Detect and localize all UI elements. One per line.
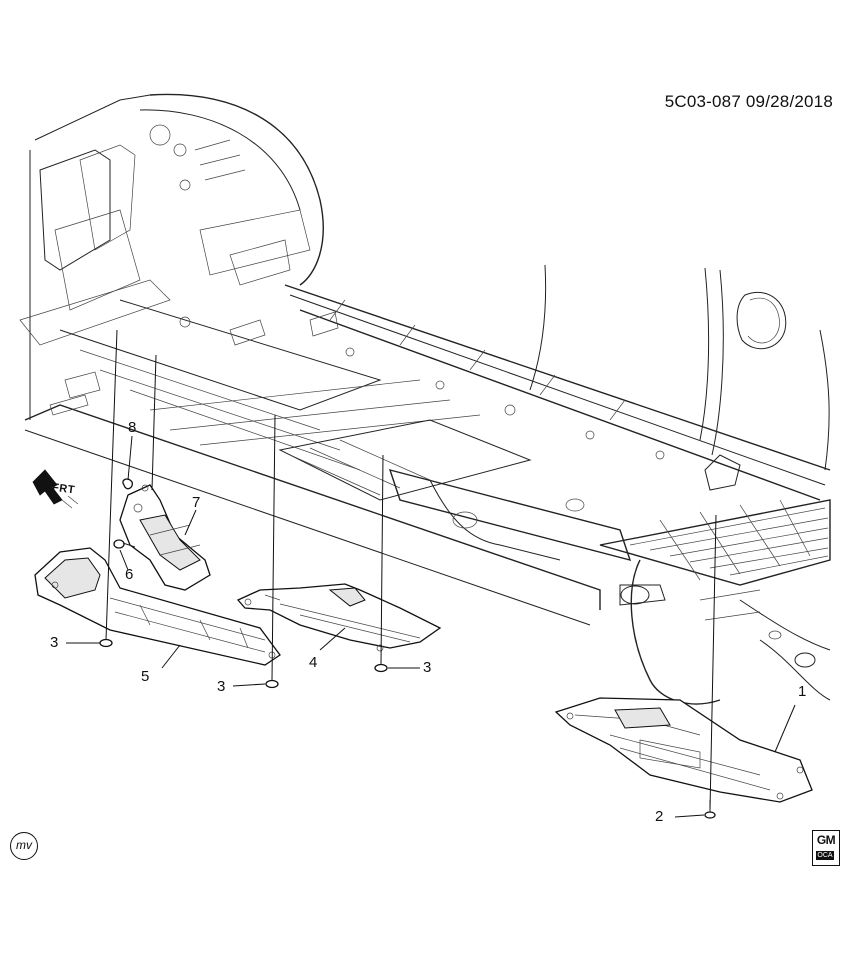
- mv-badge: mv: [10, 832, 38, 860]
- installation-lines: [105, 329, 717, 811]
- gm-logo-subtext: OCA: [816, 851, 834, 860]
- clip-8: [122, 478, 133, 490]
- callout-3-middle: 3: [217, 678, 226, 695]
- shield-4: [236, 583, 442, 652]
- shield-1: [554, 697, 813, 803]
- gm-logo: GM OCA: [812, 830, 840, 866]
- bracket-7: [119, 484, 211, 591]
- callout-1: 1: [798, 683, 807, 700]
- gm-logo-text: GM: [816, 833, 836, 847]
- callout-8: 8: [128, 419, 137, 436]
- shield-5: [34, 547, 281, 666]
- document-id: 5C03-087 09/28/2018: [664, 92, 833, 111]
- fastener-3-left: [99, 638, 113, 648]
- bolt-6: [113, 539, 136, 549]
- callout-3-right: 3: [423, 659, 432, 676]
- callout-3-left: 3: [50, 634, 59, 651]
- callout-4: 4: [309, 654, 318, 671]
- vehicle-body: [19, 93, 831, 705]
- callout-5: 5: [141, 668, 150, 685]
- fastener-3-middle: [265, 679, 279, 689]
- front-direction-arrow: [32, 469, 79, 509]
- callout-7: 7: [192, 494, 201, 511]
- callout-6: 6: [125, 566, 134, 583]
- callout-leaders: [66, 435, 796, 818]
- fastener-3-right: [374, 663, 388, 673]
- callout-2: 2: [655, 808, 664, 825]
